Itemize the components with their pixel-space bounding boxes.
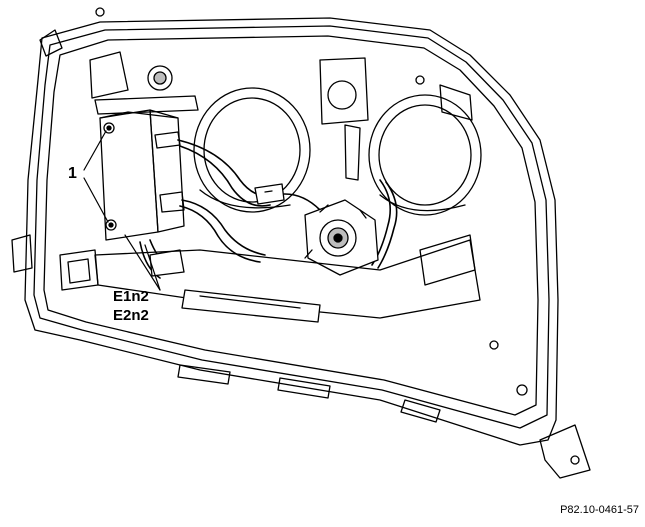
leveling-motor <box>304 199 379 276</box>
control-module <box>99 109 185 241</box>
callout-1-label: 1 <box>68 165 77 182</box>
connectors <box>149 183 285 277</box>
mounting-holes <box>95 7 528 396</box>
callout-e2n2-label: E2n2 <box>113 307 149 324</box>
right-reflector-opening <box>368 94 482 216</box>
interior-floor <box>59 234 481 323</box>
figure-reference-code: P82.10-0461-57 <box>560 504 639 516</box>
housing-outer-frame <box>11 17 591 479</box>
callout-e1n2-label: E1n2 <box>113 288 149 305</box>
top-bracket <box>89 51 473 181</box>
left-reflector-opening <box>193 87 311 213</box>
callout-leaders <box>83 130 161 291</box>
